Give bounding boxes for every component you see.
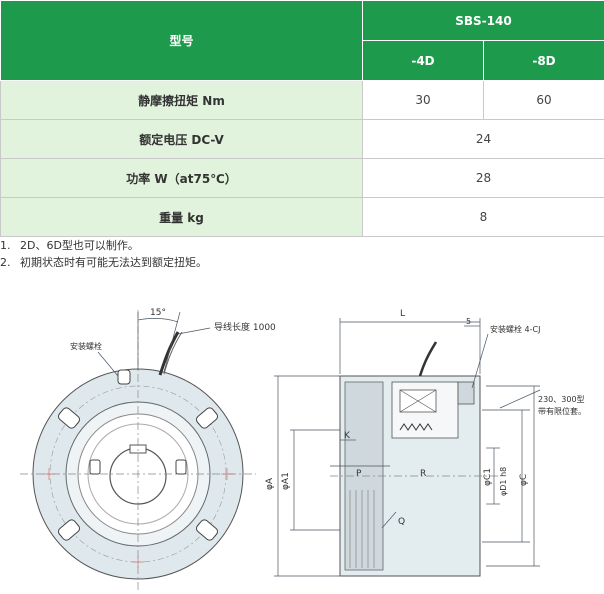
mount-screw — [457, 381, 475, 405]
note-text: 初期状态时有可能无法达到额定扭矩。 — [20, 256, 207, 269]
note-line2: 带有限位套。 — [538, 406, 586, 416]
side-view: L 5 K P R Q φA φA1 φC1 φD1 h8 φC 安装螺栓 4-… — [265, 309, 586, 577]
bolt-markers — [43, 468, 233, 568]
model-header: 型号 — [0, 0, 363, 81]
mount-bolt-label: 安装螺栓 — [70, 341, 102, 351]
variant-header-8d: -8D — [483, 40, 604, 81]
front-view: 15° 导线长度 1000 安装螺栓 — [20, 308, 276, 590]
angle-arc — [137, 318, 179, 323]
dim-L: L — [400, 309, 405, 319]
dim-K: K — [344, 431, 351, 441]
lead-wire-2 — [163, 331, 183, 375]
weight-value: 8 — [362, 197, 604, 237]
dim-R: R — [420, 469, 426, 479]
row-label-power: 功率 W（at75℃） — [0, 158, 363, 198]
row-label-weight: 重量 kg — [0, 197, 363, 237]
dim-Q: Q — [398, 517, 405, 527]
dim-phiA1: φA1 — [281, 472, 291, 490]
angle-label: 15° — [150, 308, 166, 318]
dim-5: 5 — [466, 317, 471, 326]
dim-phiC: φC — [519, 474, 529, 486]
row-label-voltage: 额定电压 DC-V — [0, 119, 363, 159]
torque-value-8d: 60 — [483, 80, 604, 120]
angle-line — [163, 311, 181, 373]
power-value: 28 — [362, 158, 604, 198]
row-label-torque: 静摩擦扭矩 Nm — [0, 80, 363, 120]
disc-lines — [349, 490, 375, 568]
lead-length-label: 导线长度 1000 — [214, 321, 276, 333]
note-item: 1. 2D、6D型也可以制作。 — [0, 237, 207, 254]
mounting-slots — [57, 369, 219, 541]
dim-P: P — [356, 469, 362, 479]
spec-table: 型号 SBS-140 -4D -8D 静摩擦扭矩 Nm 30 60 额定电压 D… — [0, 0, 604, 237]
note-number: 1. — [0, 239, 11, 252]
dim-phiD: φD1 h8 — [499, 467, 508, 496]
note-number: 2. — [0, 256, 11, 269]
variant-header-4d: -4D — [362, 40, 484, 81]
bolt-leader — [97, 351, 119, 377]
series-header: SBS-140 — [362, 0, 604, 41]
side-dimension-lines — [274, 318, 541, 577]
voltage-value: 24 — [362, 119, 604, 159]
torque-value-4d: 30 — [362, 80, 484, 120]
note-line1: 230、300型 — [538, 395, 585, 404]
lead-leader — [177, 327, 211, 335]
brake-drawing: 15° 导线长度 1000 安装螺栓 — [20, 308, 586, 590]
spring — [399, 423, 433, 431]
note-item: 2. 初期状态时有可能无法达到额定扭矩。 — [0, 254, 207, 271]
mount-screw-label: 安装螺栓 4-CJ — [490, 324, 540, 334]
side-lead-wire — [418, 341, 438, 377]
dim-phiA: φA — [265, 477, 275, 490]
lead-wire — [158, 331, 180, 376]
notes: 1. 2D、6D型也可以制作。 2. 初期状态时有可能无法达到额定扭矩。 — [0, 237, 207, 271]
dim-phiC1: φC1 — [483, 468, 493, 486]
note-text: 2D、6D型也可以制作。 — [20, 239, 139, 252]
